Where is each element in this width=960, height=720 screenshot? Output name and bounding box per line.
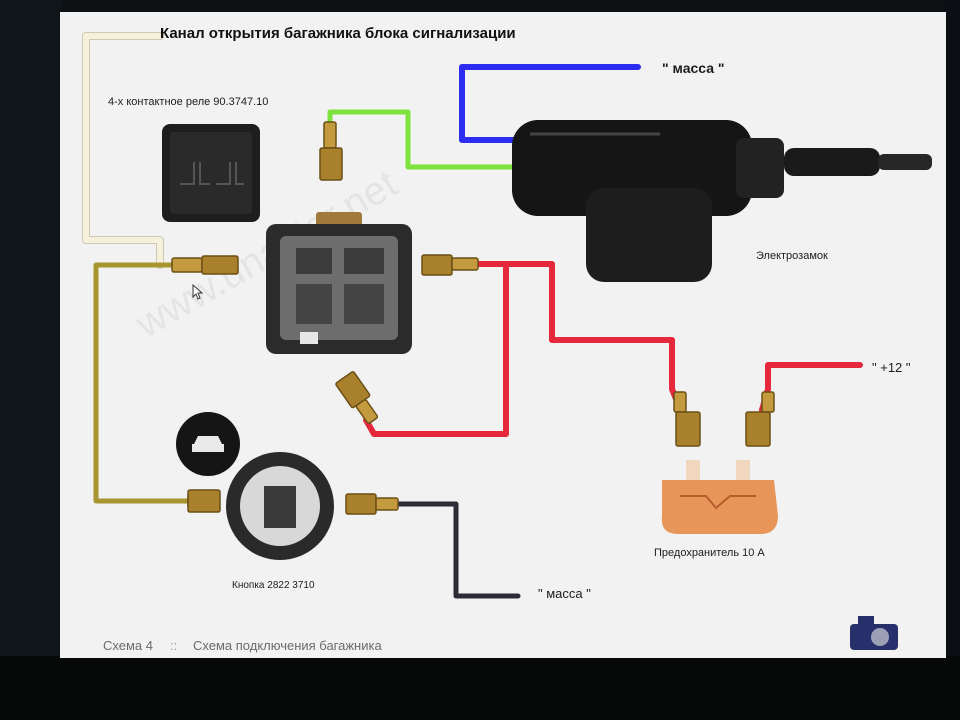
terminal-relay-left <box>171 255 239 275</box>
terminal-fuse-right <box>745 391 775 447</box>
lock-collar <box>736 138 784 198</box>
lock-rod-end <box>878 154 932 170</box>
fuse-label: Предохранитель 10 А <box>654 547 765 559</box>
footer-schema-number: Схема 4 <box>103 638 153 653</box>
relay-circuit-symbol <box>180 162 244 185</box>
socket-pin <box>300 332 318 344</box>
lock-housing <box>586 188 712 282</box>
wire-cream-core <box>83 33 163 268</box>
fuse-10a <box>661 460 778 534</box>
electric-lock-label: Электрозамок <box>756 250 828 262</box>
relay-socket <box>266 212 412 354</box>
relay-4pin <box>162 124 260 222</box>
socket-cavity-3 <box>296 284 332 324</box>
plus12-label: " +12 " <box>872 360 911 375</box>
wire-red-relay <box>469 261 683 412</box>
monitor-bezel-bottom <box>0 656 960 720</box>
wire-olive <box>93 262 193 504</box>
fuse-element <box>680 495 756 510</box>
fuse-leg-right <box>736 460 750 480</box>
camera-icon <box>850 616 898 650</box>
fuse-leg-left <box>686 460 700 480</box>
massa-label-top: " масса " <box>662 60 725 76</box>
terminal-fuse-left <box>673 391 701 447</box>
mouse-pointer-icon <box>192 284 204 300</box>
fuse-body <box>661 480 778 534</box>
diagram-screen: www.unavtar.net <box>60 12 946 658</box>
wires <box>82 32 863 599</box>
massa-label-bottom: " масса " <box>538 586 591 601</box>
wire-black <box>393 501 521 599</box>
terminal-button-left <box>187 489 221 513</box>
button-label: Кнопка 2822 3710 <box>232 580 315 591</box>
socket-cavity-4 <box>344 284 384 324</box>
wire-red-plus12 <box>759 362 863 413</box>
electric-lock <box>512 120 932 282</box>
wire-green <box>327 109 517 170</box>
terminals <box>171 121 775 515</box>
footer-caption: Схема подключения багажника <box>193 638 382 653</box>
car-trunk-icon <box>192 436 224 452</box>
footer-separator: :: <box>170 638 178 653</box>
monitor-bezel-top <box>0 0 960 12</box>
terminal-button-right <box>345 493 399 515</box>
socket-cavity-1 <box>296 248 332 274</box>
terminal-green <box>319 121 343 181</box>
monitor-bezel-right <box>944 0 960 660</box>
monitor-bezel-left <box>0 0 62 660</box>
relay-face <box>170 132 252 214</box>
diagram-title: Канал открытия багажника блока сигнализа… <box>160 25 516 42</box>
trunk-button <box>176 412 334 560</box>
wire-blue <box>459 64 641 143</box>
wire-cream <box>82 32 164 269</box>
button-contact <box>264 486 296 528</box>
wiring-diagram <box>82 32 932 650</box>
terminal-relay-right <box>421 254 479 276</box>
terminal-red-bottom <box>335 371 379 424</box>
lock-rod <box>784 148 880 176</box>
socket-cavity-2 <box>344 248 384 274</box>
relay-label: 4-х контактное реле 90.3747.10 <box>108 96 269 108</box>
wire-red-bottom <box>363 261 535 437</box>
